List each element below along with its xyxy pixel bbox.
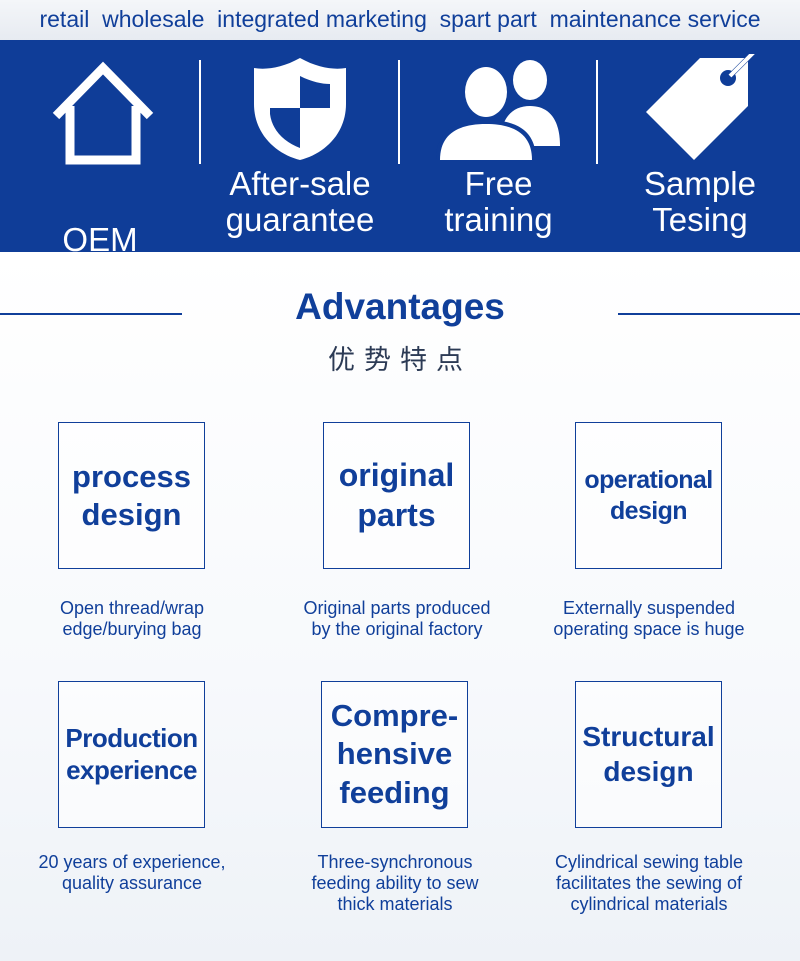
card-desc-line: Three-synchronous [317, 852, 473, 872]
card-title-line: operational [584, 466, 713, 494]
card-title: Production experience [65, 722, 198, 786]
users-icon [436, 60, 560, 160]
feature-label-line1: Sample [644, 165, 756, 202]
advantage-card: operational design [575, 422, 722, 569]
card-title: operational design [584, 465, 713, 526]
advantage-card: Structural design [575, 681, 722, 828]
card-title-line: Compre- [330, 697, 459, 733]
advantage-card: original parts [323, 422, 470, 569]
card-description: Open thread/wrap edge/burying bag [2, 598, 262, 640]
card-desc-line: by the original factory [311, 619, 483, 639]
card-title: process design [72, 458, 191, 534]
card-desc-line: Cylindrical sewing table [554, 852, 744, 872]
card-title: Structural design [582, 720, 714, 788]
feature-oem: OEM [0, 40, 200, 258]
card-title-line: design [603, 755, 694, 787]
advantages-section: Advantages 优势特点 process design Open thre… [0, 252, 800, 961]
card-description: Externally suspended operating space is … [519, 598, 779, 640]
card-title: Compre- hensive feeding [331, 697, 458, 812]
card-title-line: Production [65, 722, 198, 753]
card-title: original parts [339, 456, 455, 534]
feature-label-line2: guarantee [225, 201, 375, 238]
services-line: retail wholesale integrated marketing sp… [39, 6, 761, 32]
feature-label-line2: OEM [62, 221, 138, 258]
card-desc-line: facilitates the sewing of [555, 873, 743, 893]
feature-label-line2: training [444, 201, 553, 238]
advantage-card: Compre- hensive feeding [321, 681, 468, 828]
card-description: Original parts produced by the original … [267, 598, 527, 640]
card-title-line: parts [357, 496, 436, 533]
section-title: Advantages [295, 286, 505, 327]
card-title-line: Structural [582, 721, 715, 753]
card-desc-line: operating space is huge [553, 619, 745, 639]
card-description: Three-synchronous feeding ability to sew… [265, 852, 525, 915]
feature-free-training: Free training [400, 40, 597, 252]
divider [398, 60, 400, 164]
card-desc-line: Original parts produced [303, 598, 491, 618]
feature-label-line1: After-sale [229, 165, 371, 202]
card-desc-line: quality assurance [61, 873, 203, 893]
feature-after-sale: After-sale guarantee [200, 40, 400, 252]
card-title-line: feeding [339, 774, 450, 810]
card-desc-line: edge/burying bag [62, 619, 202, 639]
card-title-line: process [72, 458, 191, 494]
tag-icon [646, 54, 755, 160]
title-rule-right [618, 313, 800, 315]
feature-label-line1: Free [464, 165, 533, 202]
card-desc-line: Open thread/wrap [59, 598, 205, 618]
advantage-card: process design [58, 422, 205, 569]
divider [199, 60, 201, 164]
feature-label: Sample Tesing [600, 166, 800, 238]
section-subtitle: 优势特点 [328, 345, 472, 375]
card-desc-line: thick materials [337, 894, 453, 914]
feature-label: After-sale guarantee [200, 166, 400, 238]
card-description: Cylindrical sewing table facilitates the… [519, 852, 779, 915]
card-title-line: original [338, 457, 455, 494]
card-title-line: design [81, 496, 182, 532]
card-description: 20 years of experience, quality assuranc… [2, 852, 262, 894]
top-strip: retail wholesale integrated marketing sp… [0, 0, 800, 40]
title-rule-left [0, 313, 182, 315]
advantage-card: Production experience [58, 681, 205, 828]
card-title-line: design [610, 496, 688, 525]
card-desc-line: Externally suspended [562, 598, 736, 618]
divider [596, 60, 598, 164]
card-desc-line: cylindrical materials [570, 894, 728, 914]
card-desc-line: feeding ability to sew [311, 873, 479, 893]
card-desc-line: 20 years of experience, [38, 852, 226, 872]
feature-label: OEM [0, 186, 200, 258]
card-title-line: experience [66, 754, 197, 785]
feature-sample-testing: Sample Tesing [600, 40, 800, 252]
house-icon [52, 61, 154, 165]
feature-label: Free training [400, 166, 597, 238]
card-title-line: hensive [336, 736, 453, 772]
shield-icon [254, 58, 346, 160]
features-banner: OEM After-sale guarantee Free training [0, 40, 800, 258]
feature-label-line2: Tesing [652, 201, 748, 238]
